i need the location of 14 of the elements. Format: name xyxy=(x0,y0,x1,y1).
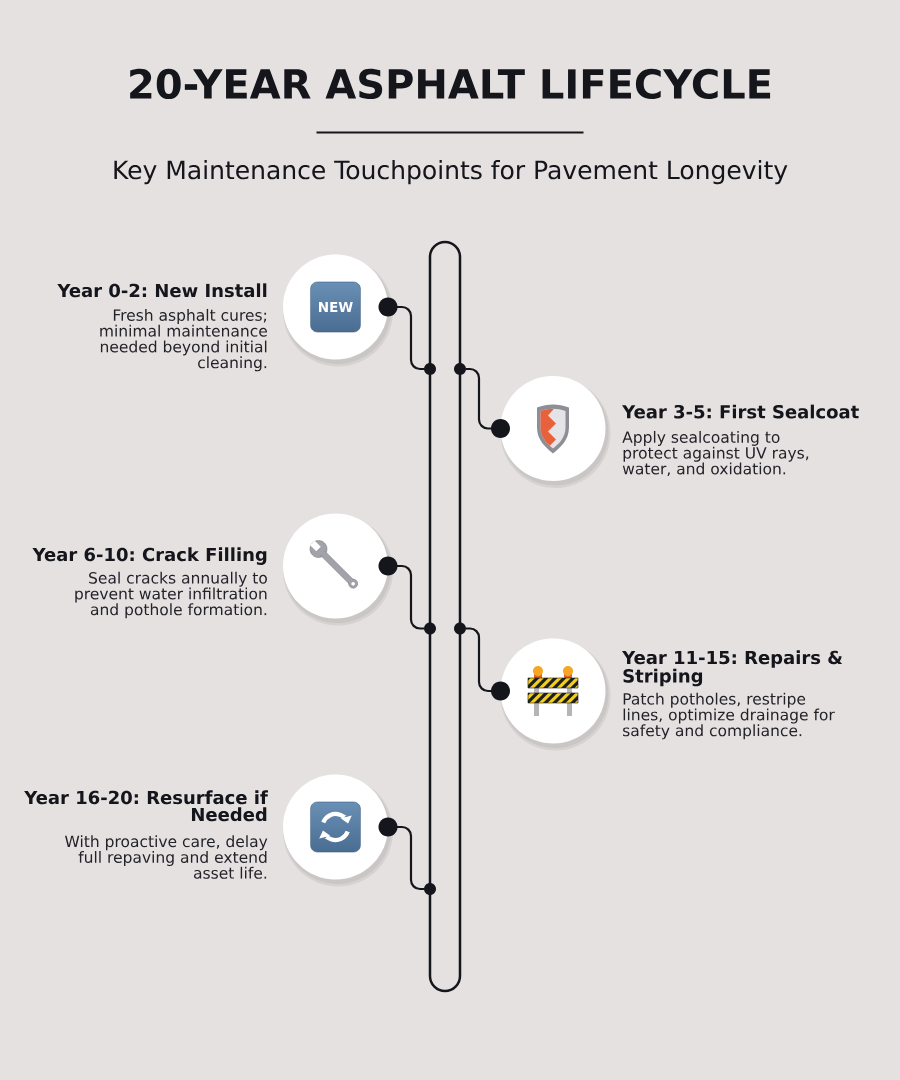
step-description: Fresh asphalt cures; minimal maintenance needed beyond initial cleaning. xyxy=(100,308,267,372)
subtitle: Key Maintenance Touchpoints for Pavement Longevity xyxy=(114,160,788,185)
timeline-track xyxy=(424,240,466,993)
step-heading: Year 11-15: Repairs & Striping xyxy=(622,650,843,687)
new-badge: NEW xyxy=(310,281,361,333)
step-heading: Year 3-5: First Sealcoat xyxy=(622,404,859,419)
step-heading: Year 16-20: Resurface if Needed xyxy=(24,790,268,822)
step-description: Patch potholes, restripe lines, optimize drainage for safety and compliance. xyxy=(623,692,835,740)
step-heading: Year 6-10: Crack Filling xyxy=(32,547,267,565)
step-description: With proactive care, delay full repaving and extend asset life. xyxy=(65,835,268,879)
title: 20-YEAR ASPHALT LIFECYCLE xyxy=(130,68,771,100)
step-description: Apply sealcoating to protect against UV rays, water, and oxidation. xyxy=(622,430,809,477)
step-heading: Year 0-2: New Install xyxy=(57,283,267,298)
step-description: Seal cracks annually to prevent water infiltration and pothole formation. xyxy=(75,571,267,619)
